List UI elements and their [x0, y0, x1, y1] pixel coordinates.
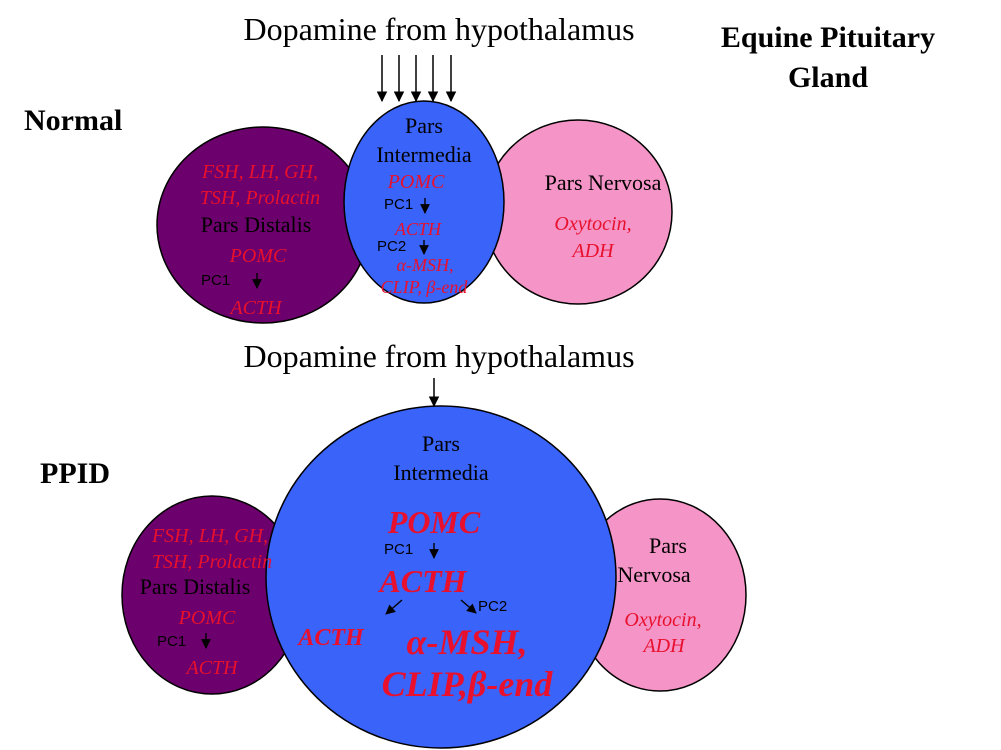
normal-dopamine-label: Dopamine from hypothalamus	[243, 11, 635, 47]
ppid-intermedia-product1: ACTH	[379, 563, 467, 599]
ppid-distalis-precursor: POMC	[178, 607, 236, 629]
normal-nervosa-hormones-line1: Oxytocin,	[554, 213, 632, 235]
normal-intermedia-name-line2: Intermedia	[376, 142, 472, 167]
normal-distalis-precursor: POMC	[229, 245, 287, 267]
normal-dopamine-arrows	[376, 55, 457, 103]
normal-section-label: Normal	[24, 104, 123, 137]
ppid-intermedia-product2-line1: α-MSH,	[406, 622, 528, 662]
normal-intermedia-product2-line2: CLIP, β-end	[380, 277, 468, 297]
ppid-nervosa-name-line2: Nervosa	[617, 562, 691, 587]
title-line-2: Gland	[787, 61, 869, 94]
ppid-distalis-hormones-line1: FSH, LH, GH,	[151, 525, 269, 547]
normal-distalis-hormones-line1: FSH, LH, GH,	[201, 161, 319, 183]
ppid-nervosa-hormones-line2: ADH	[643, 635, 685, 657]
ppid-intermedia-name-line1: Pars	[422, 431, 460, 456]
title-line-1: Equine Pituitary	[720, 21, 936, 54]
ppid-intermedia-precursor: POMC	[387, 504, 481, 540]
ppid-intermedia-enzyme2: PC2	[478, 598, 508, 615]
normal-intermedia-name-line1: Pars	[405, 113, 443, 138]
ppid-nervosa-hormones-line1: Oxytocin,	[624, 609, 702, 631]
ppid-distalis-name: Pars Distalis	[139, 574, 251, 599]
normal-pars-intermedia-lobe	[343, 100, 505, 304]
ppid-distalis-enzyme: PC1	[157, 633, 187, 650]
normal-distalis-name: Pars Distalis	[200, 212, 312, 237]
normal-intermedia-enzyme2: PC2	[377, 238, 407, 255]
ppid-acth-left-arrow	[385, 599, 403, 615]
normal-distalis-enzyme: PC1	[201, 272, 231, 289]
ppid-distalis-hormones-line2: TSH, Prolactin	[151, 551, 273, 573]
normal-distalis-product: ACTH	[230, 297, 282, 319]
ppid-nervosa-name-line1: Pars	[649, 533, 687, 558]
ppid-intermedia-product-left: ACTH	[298, 625, 364, 651]
ppid-pars-intermedia-lobe	[265, 405, 617, 749]
ppid-intermedia-product2-line2: CLIP,β-end	[381, 664, 553, 704]
ppid-intermedia-enzyme1: PC1	[384, 541, 414, 558]
ppid-dopamine-label: Dopamine from hypothalamus	[243, 338, 635, 374]
ppid-pc2-arrow	[460, 599, 477, 614]
normal-pars-nervosa-lobe	[483, 119, 673, 305]
ppid-section-label: PPID	[40, 457, 110, 490]
diagram-title: Equine Pituitary Gland	[721, 18, 935, 98]
ppid-intermedia-name-line2: Intermedia	[393, 460, 489, 485]
normal-intermedia-product2-line1: α-MSH,	[396, 255, 454, 275]
normal-nervosa-hormones-line2: ADH	[572, 240, 614, 262]
ppid-distalis-product: ACTH	[186, 657, 238, 679]
normal-distalis-hormones-line2: TSH, Prolactin	[199, 187, 321, 209]
normal-intermedia-product1: ACTH	[394, 219, 442, 239]
normal-nervosa-name: Pars Nervosa	[544, 170, 662, 195]
normal-intermedia-precursor: POMC	[387, 171, 445, 193]
normal-intermedia-enzyme1: PC1	[384, 196, 414, 213]
